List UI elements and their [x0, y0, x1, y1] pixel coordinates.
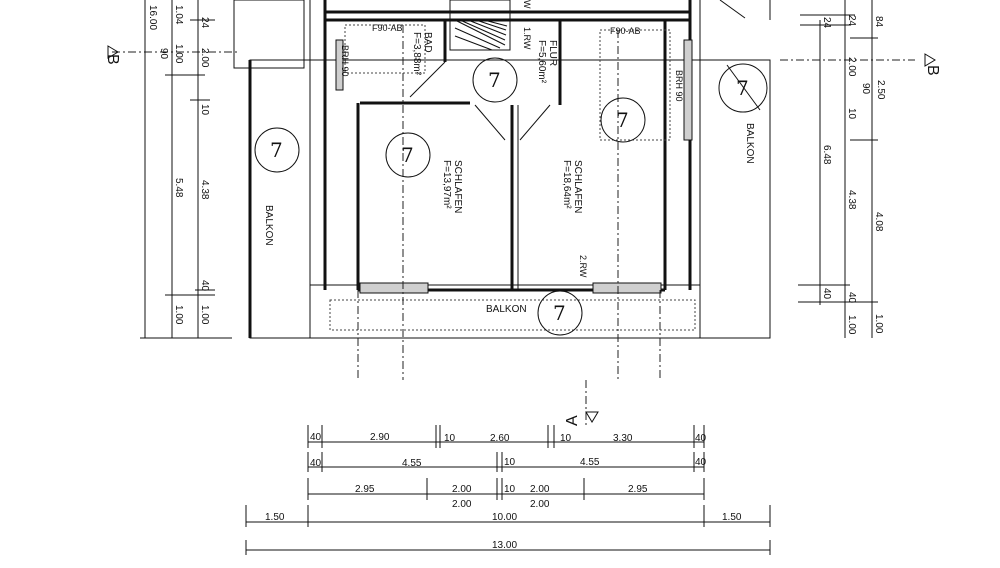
- svg-text:2.00: 2.00: [530, 484, 550, 495]
- svg-text:2.60: 2.60: [490, 433, 510, 444]
- svg-text:10: 10: [504, 484, 516, 495]
- svg-text:2.95: 2.95: [628, 484, 648, 495]
- svg-text:4.55: 4.55: [402, 458, 422, 469]
- staircase: [449, 0, 511, 51]
- svg-text:1.00: 1.00: [173, 305, 184, 325]
- balkon-left-label: BALKON: [263, 205, 274, 246]
- svg-text:4.55: 4.55: [580, 457, 600, 468]
- section-arrow-icon: [924, 53, 936, 67]
- svg-text:7: 7: [616, 108, 629, 132]
- svg-text:10: 10: [444, 433, 456, 444]
- svg-text:3.30: 3.30: [613, 433, 633, 444]
- svg-text:7: 7: [553, 301, 566, 325]
- svg-text:2.00: 2.00: [199, 48, 210, 68]
- svg-text:SCHLAFEN: SCHLAFEN: [572, 160, 583, 213]
- svg-text:4.38: 4.38: [846, 190, 857, 210]
- svg-text:F=3,88m²: F=3,88m²: [411, 32, 422, 76]
- svg-text:40: 40: [846, 292, 857, 304]
- brh-left: BRH 90: [340, 45, 350, 77]
- svg-text:6.48: 6.48: [821, 145, 832, 165]
- svg-text:7: 7: [270, 138, 283, 162]
- svg-text:2.00: 2.00: [530, 499, 550, 510]
- svg-text:2.50: 2.50: [875, 80, 886, 100]
- svg-text:1.50: 1.50: [265, 512, 285, 523]
- f90-left: F90-AB: [372, 23, 403, 33]
- mark-circle: 7: [385, 132, 431, 178]
- dimensions-left: 16.00 1.04 1.00 90 5.48 1.00 24 2.00 10 …: [140, 0, 232, 339]
- svg-text:F=13,97m²: F=13,97m²: [441, 160, 452, 209]
- brh-right: BRH 90: [674, 70, 684, 102]
- dimensions-bottom: 40 2.90 10 2.60 10 3.30 40 40 4.55 10 4.…: [245, 425, 771, 555]
- svg-text:4.08: 4.08: [873, 212, 884, 232]
- balkon-bottom-label: BALKON: [486, 304, 527, 315]
- svg-text:F=5,60m²: F=5,60m²: [536, 40, 547, 84]
- svg-text:7: 7: [736, 76, 749, 100]
- section-markers: B B A: [104, 45, 941, 426]
- svg-text:40: 40: [199, 280, 210, 292]
- svg-text:90: 90: [860, 83, 871, 95]
- svg-text:16.00: 16.00: [147, 5, 158, 30]
- svg-text:5.48: 5.48: [173, 178, 184, 198]
- mark-circle: 7: [254, 127, 300, 173]
- svg-text:1.00: 1.00: [846, 315, 857, 335]
- svg-text:24: 24: [821, 17, 832, 29]
- section-arrow-icon: [107, 45, 119, 59]
- f90-right: F90-AB: [610, 26, 641, 36]
- svg-text:10: 10: [504, 457, 516, 468]
- svg-text:7: 7: [401, 143, 414, 167]
- mark-circle: 7: [537, 290, 583, 336]
- svg-text:84: 84: [873, 16, 884, 28]
- balkon-right-label: BALKON: [744, 123, 755, 164]
- svg-text:1.00: 1.00: [173, 44, 184, 64]
- svg-text:1.00: 1.00: [199, 305, 210, 325]
- svg-text:40: 40: [695, 457, 707, 468]
- room-bad: BAD F=3,88m²: [411, 32, 433, 76]
- mark-circle: 7: [472, 57, 518, 103]
- svg-text:1.50: 1.50: [722, 512, 742, 523]
- mark-circle: 7: [718, 63, 768, 113]
- hand-marks: 7 7 7 7 7 7: [254, 57, 768, 336]
- svg-text:10: 10: [199, 104, 210, 116]
- svg-text:24: 24: [846, 15, 857, 27]
- svg-text:BAD: BAD: [422, 32, 433, 53]
- guide-lines: [112, 24, 915, 425]
- svg-text:10.00: 10.00: [492, 512, 517, 523]
- svg-text:1.04: 1.04: [173, 5, 184, 25]
- svg-text:FLUR: FLUR: [547, 40, 558, 66]
- svg-text:1.00: 1.00: [873, 314, 884, 334]
- svg-text:4.38: 4.38: [199, 180, 210, 200]
- room-schlafen-left: SCHLAFEN F=13,97m²: [441, 160, 463, 213]
- svg-text:7: 7: [488, 68, 501, 92]
- mark-circle: 7: [600, 97, 646, 143]
- walls: [233, 0, 771, 339]
- svg-text:40: 40: [310, 458, 322, 469]
- section-b-left: B: [104, 54, 121, 65]
- section-b-right: B: [924, 65, 941, 76]
- svg-text:40: 40: [695, 433, 707, 444]
- section-a: A: [564, 415, 581, 426]
- room-labels: BAD F=3,88m² FLUR F=5,60m² SCHLAFEN F=13…: [263, 0, 755, 315]
- svg-text:2.00: 2.00: [846, 57, 857, 77]
- section-arrow-icon: [585, 411, 599, 423]
- dimensions-right: 24 6.48 40 24 2.00 10 4.38 40 1.00 84 2.…: [798, 0, 886, 338]
- svg-text:2.00: 2.00: [452, 484, 472, 495]
- svg-text:90: 90: [158, 48, 169, 60]
- svg-text:40: 40: [821, 288, 832, 300]
- rw-2: 2.RW: [578, 255, 588, 278]
- svg-text:10: 10: [560, 433, 572, 444]
- svg-text:SCHLAFEN: SCHLAFEN: [452, 160, 463, 213]
- svg-text:2.95: 2.95: [355, 484, 375, 495]
- svg-text:10: 10: [846, 108, 857, 120]
- rw-1: 1.RW: [522, 27, 532, 50]
- svg-text:2.90: 2.90: [370, 432, 390, 443]
- svg-text:40: 40: [310, 432, 322, 443]
- stair-w: W: [522, 0, 532, 9]
- room-schlafen-right: SCHLAFEN F=18,64m²: [561, 160, 583, 213]
- svg-text:2.00: 2.00: [452, 499, 472, 510]
- room-flur: FLUR F=5,60m²: [536, 40, 558, 84]
- svg-text:24: 24: [199, 17, 210, 29]
- svg-text:F=18,64m²: F=18,64m²: [561, 160, 572, 209]
- svg-text:13.00: 13.00: [492, 540, 517, 551]
